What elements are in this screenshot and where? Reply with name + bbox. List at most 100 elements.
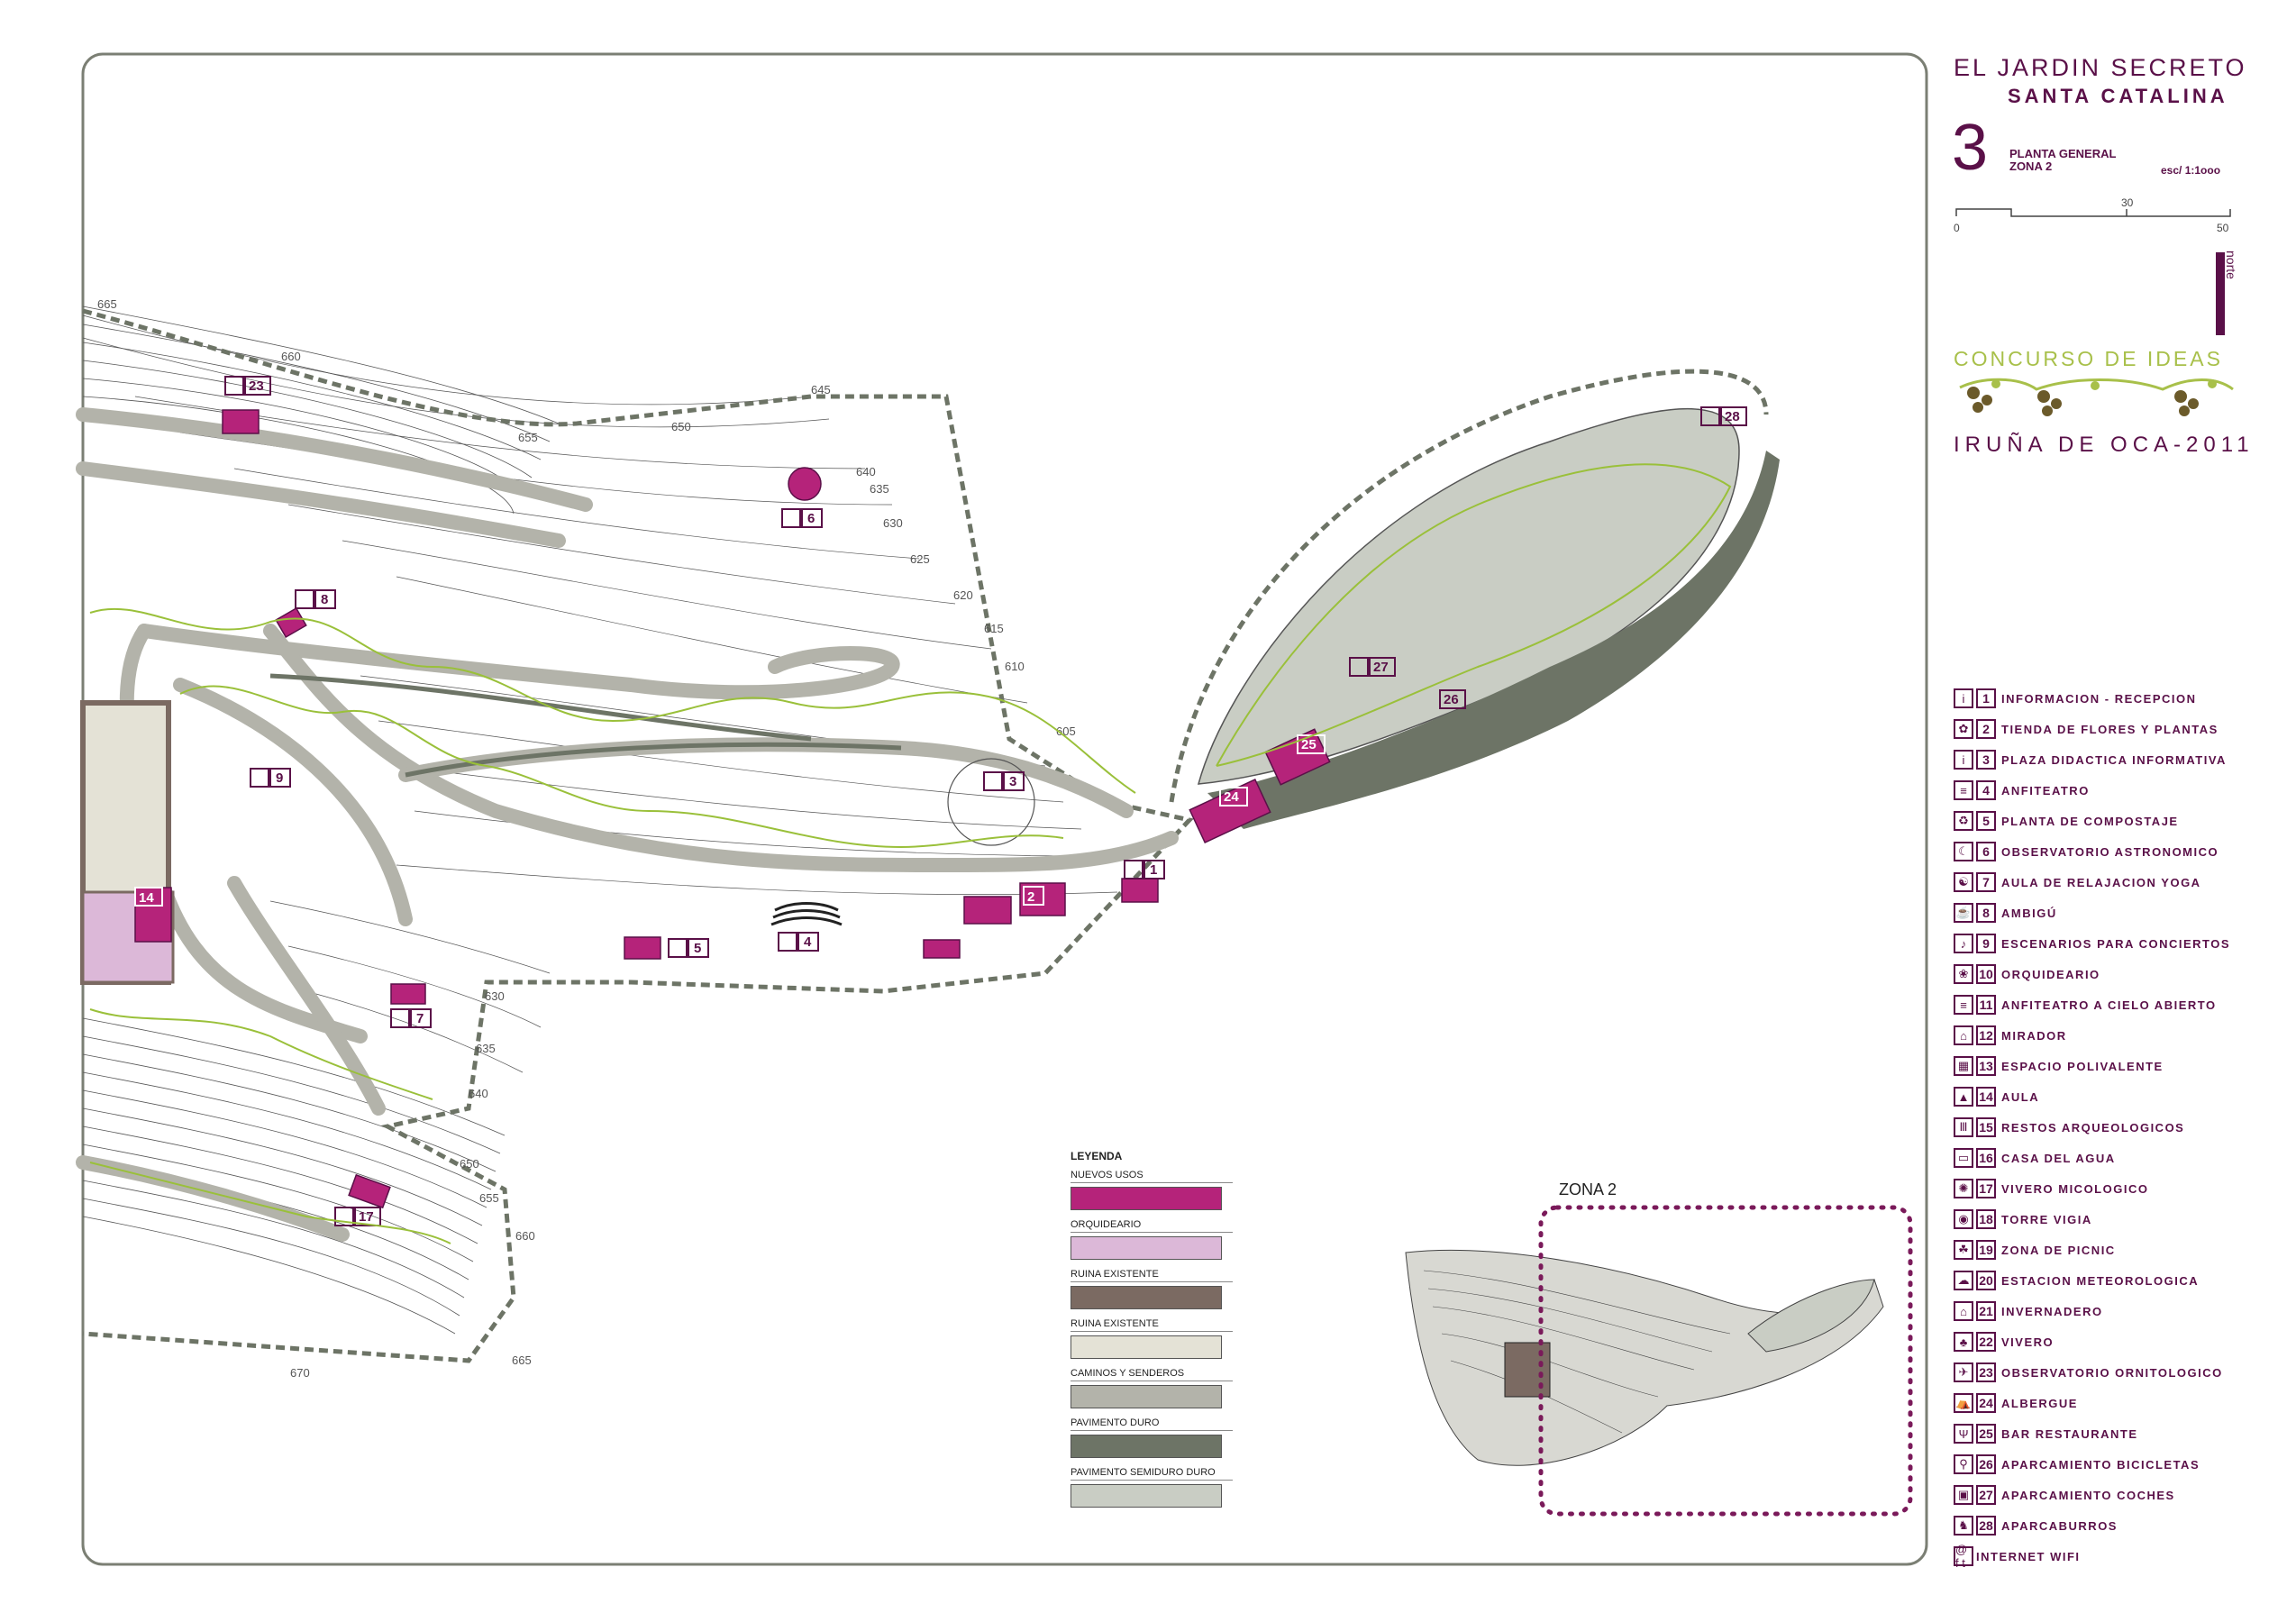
marker-7: 7 xyxy=(390,1008,432,1028)
legend-item-icon: @ f t xyxy=(1954,1543,1973,1570)
svg-text:7: 7 xyxy=(416,1011,424,1026)
legend-item-number: 19 xyxy=(1976,1240,1996,1260)
legend-item-icon: ❀ xyxy=(1954,964,1973,984)
material-legend-label: PAVIMENTO DURO xyxy=(1071,1417,1233,1431)
legend-item-number: 16 xyxy=(1976,1148,1996,1168)
legend-item-icon: ☕ xyxy=(1954,903,1973,923)
legend-item-number: 12 xyxy=(1976,1025,1996,1045)
legend-item-number: 3 xyxy=(1976,750,1996,770)
contour-665b: 665 xyxy=(512,1353,532,1367)
contour-660b: 660 xyxy=(515,1229,535,1243)
legend-item-number: 24 xyxy=(1976,1393,1996,1413)
marker-2: 2 xyxy=(1023,886,1044,906)
scale-tick-0: 0 xyxy=(1954,222,1960,234)
legend-item-icon: ✺ xyxy=(1954,1179,1973,1198)
legend-item-label: VIVERO xyxy=(2001,1335,2055,1349)
legend-item-icon: ♪ xyxy=(1954,934,1973,953)
marker-28: 28 xyxy=(1700,406,1747,426)
material-legend-item: PAVIMENTO DURO xyxy=(1071,1417,1233,1458)
material-legend-item: NUEVOS USOS xyxy=(1071,1170,1233,1210)
contour-665a: 665 xyxy=(97,297,117,311)
legend-item-label: ESTACION METEOROLOGICA xyxy=(2001,1273,2200,1288)
legend-item-label: AMBIGÚ xyxy=(2001,906,2057,920)
legend-item-number: 20 xyxy=(1976,1271,1996,1290)
legend-item-number: 27 xyxy=(1976,1485,1996,1505)
legend-item-number: 28 xyxy=(1976,1516,1996,1536)
legend-item-icon: ☘ xyxy=(1954,1240,1973,1260)
marker-27: 27 xyxy=(1349,657,1396,677)
lake-shore xyxy=(1207,451,1780,829)
svg-text:5: 5 xyxy=(694,941,701,956)
plan-type: PLANTA GENERAL ZONA 2 xyxy=(2009,148,2116,173)
legend-item-number: 6 xyxy=(1976,842,1996,861)
marker-1: 1 xyxy=(1124,860,1165,879)
marker-26: 26 xyxy=(1439,689,1466,709)
terrain-west xyxy=(82,305,560,1335)
legend-item-number: 18 xyxy=(1976,1209,1996,1229)
marker-23: 23 xyxy=(224,376,271,396)
north-arrow-icon xyxy=(2216,252,2225,335)
legend-item-icon: i xyxy=(1954,688,1973,708)
legend-item-label: CASA DEL AGUA xyxy=(2001,1151,2116,1165)
legend-item-number: 13 xyxy=(1976,1056,1996,1076)
svg-text:26: 26 xyxy=(1444,692,1459,707)
legend-item-number: 17 xyxy=(1976,1179,1996,1198)
legend-item-number: 26 xyxy=(1976,1454,1996,1474)
legend-item-label: TORRE VIGIA xyxy=(2001,1212,2092,1226)
legend-item-label: ANFITEATRO A CIELO ABIERTO xyxy=(2001,998,2217,1012)
contour-605: 605 xyxy=(1056,724,1076,738)
contour-625: 625 xyxy=(910,552,930,566)
contour-640b: 640 xyxy=(469,1087,488,1100)
legend-title: LEYENDA xyxy=(1071,1150,1123,1162)
legend-item-number: 7 xyxy=(1976,872,1996,892)
legend-item-icon: ▣ xyxy=(1954,1485,1973,1505)
north-label: norte xyxy=(2224,251,2238,279)
marker-4: 4 xyxy=(778,932,819,952)
legend-item-label: AULA DE RELAJACION YOGA xyxy=(2001,875,2201,889)
legend-item-label: AULA xyxy=(2001,1089,2040,1104)
legend-item-number: 21 xyxy=(1976,1301,1996,1321)
legend-item-icon: ≡ xyxy=(1954,995,1973,1015)
project-title: EL JARDIN SECRETO xyxy=(1954,54,2247,81)
scale-label: esc/ 1:1ooo xyxy=(2161,164,2221,177)
svg-text:6: 6 xyxy=(807,511,815,526)
svg-text:28: 28 xyxy=(1725,409,1740,424)
scale-tick-50: 50 xyxy=(2217,222,2229,234)
legend-item-label: ESPACIO POLIVALENTE xyxy=(2001,1059,2164,1073)
contour-615: 615 xyxy=(984,622,1004,635)
material-legend-swatch xyxy=(1071,1385,1222,1408)
site-boundary xyxy=(82,308,1194,1363)
material-legend-label: RUINA EXISTENTE xyxy=(1071,1318,1233,1332)
legend-item-icon: ☯ xyxy=(1954,872,1973,892)
material-legend-item: ORQUIDEARIO xyxy=(1071,1219,1233,1260)
contour-650b: 650 xyxy=(460,1157,479,1171)
material-legend-label: PAVIMENTO SEMIDURO DURO xyxy=(1071,1467,1233,1481)
vegetation-lines xyxy=(89,463,1732,1244)
legend-item-label: BAR RESTAURANTE xyxy=(2001,1426,2138,1441)
legend-item-label: INVERNADERO xyxy=(2001,1304,2103,1318)
contour-670: 670 xyxy=(290,1366,310,1380)
map-markers: 23 6 8 9 3 2 1 5 4 7 14 17 24 25 26 27 2… xyxy=(134,376,1747,1226)
legend-item-number: 5 xyxy=(1976,811,1996,831)
svg-text:27: 27 xyxy=(1373,660,1389,675)
material-legend-swatch xyxy=(1071,1286,1222,1309)
legend-item-icon: ⚲ xyxy=(1954,1454,1973,1474)
svg-text:14: 14 xyxy=(139,890,154,906)
plan-type-line2: ZONA 2 xyxy=(2009,159,2053,173)
